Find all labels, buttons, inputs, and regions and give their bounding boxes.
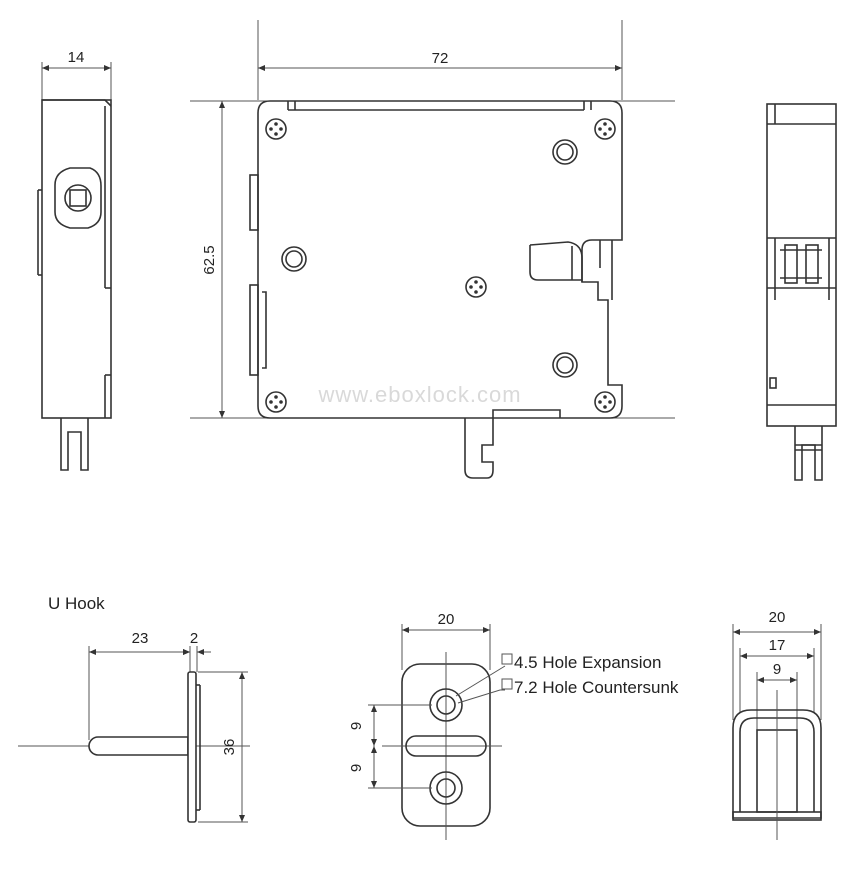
screw-bottom-right-icon	[594, 391, 616, 413]
strike-plate-view: 20 9 9 4.5 Hole Expansion 7.2 Hole Count…	[348, 611, 679, 840]
front-hook-tab	[464, 418, 494, 479]
right-connector-pins	[794, 426, 823, 481]
side-cam-housing	[54, 167, 102, 229]
square-symbol-expansion	[501, 653, 513, 665]
u-hook-view: U Hook 23 2 36	[18, 594, 250, 823]
hole-countersunk-label: 7.2 Hole Countersunk	[514, 678, 679, 697]
side-body-outline	[41, 99, 112, 419]
side-view-left: 14	[37, 49, 112, 471]
hole-expansion-label: 4.5 Hole Expansion	[514, 653, 661, 672]
expansion-slot	[405, 735, 487, 757]
side-connector-pins	[60, 418, 89, 471]
mounting-hole-left	[281, 246, 307, 272]
mounting-hole-upper	[552, 139, 578, 165]
top-width-label: 72	[432, 50, 449, 67]
front-body-outline	[257, 100, 623, 419]
hook-thickness-label: 2	[190, 630, 198, 647]
square-symbol-countersunk	[501, 678, 513, 690]
bracket-outline	[732, 709, 822, 819]
right-body-outline	[766, 103, 837, 427]
side-view-right	[766, 103, 837, 481]
hook-height-label: 36	[221, 739, 238, 756]
bracket-mid-label: 17	[769, 637, 786, 654]
bracket-view: 20 17 9	[732, 609, 822, 840]
hook-length-label: 23	[132, 630, 149, 647]
hole-spacing-lower-label: 9	[348, 764, 365, 772]
watermark-text: www.eboxlock.com	[317, 382, 521, 407]
hole-spacing-upper-label: 9	[348, 722, 365, 730]
latch-bolt	[529, 245, 582, 281]
screw-top-right-icon	[594, 118, 616, 140]
side-width-label: 14	[68, 49, 85, 66]
bracket-inner-label: 9	[773, 661, 781, 678]
plate-width-label: 20	[438, 611, 455, 628]
hook-plate	[187, 671, 197, 823]
u-hook-title: U Hook	[48, 594, 105, 613]
front-view: 72 62.5	[190, 20, 675, 479]
side-cam-circle	[64, 184, 92, 212]
screw-center-icon	[465, 276, 487, 298]
screw-top-left-icon	[265, 118, 287, 140]
height-label: 62.5	[201, 245, 218, 274]
screw-bottom-left-icon	[265, 391, 287, 413]
mounting-hole-lower	[552, 352, 578, 378]
hook-rod	[88, 736, 189, 756]
bracket-outer-label: 20	[769, 609, 786, 626]
